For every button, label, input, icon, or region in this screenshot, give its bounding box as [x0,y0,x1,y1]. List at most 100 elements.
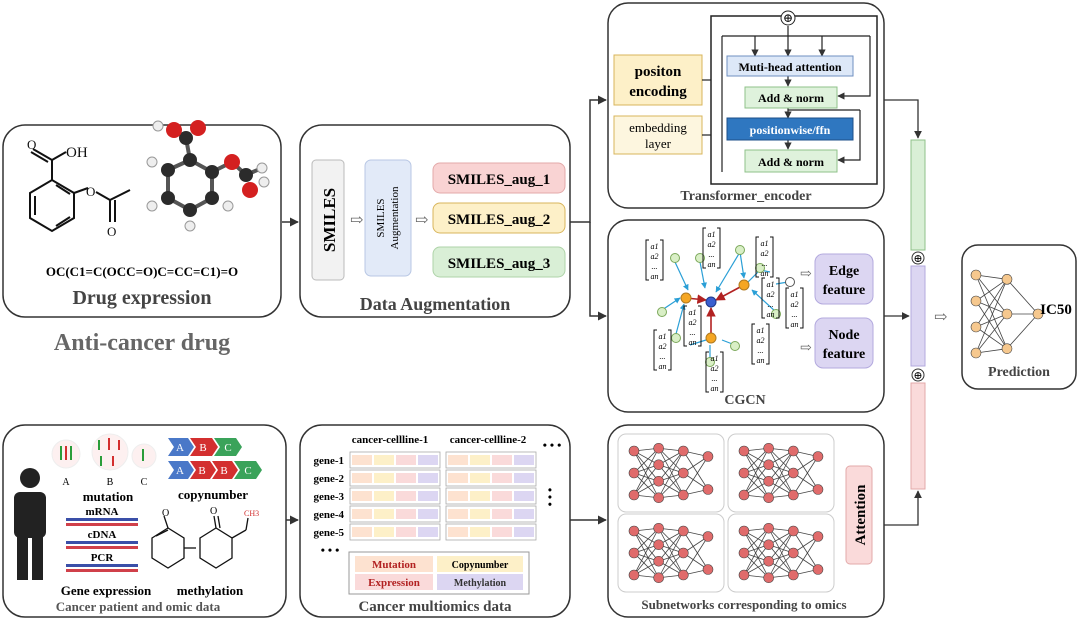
prediction-panel: IC50 Prediction [961,244,1077,390]
gene-cell [349,469,441,487]
net-node [653,459,664,471]
omic-value-cell [514,509,534,519]
gene-cell [349,523,441,541]
net-edge [743,450,770,498]
subnetworks-panel: Attention Subnetworks corresponding to o… [607,424,885,618]
net-node [653,492,664,504]
positon-encoding-line2: encoding [629,84,687,100]
net-edge [743,544,769,576]
mutation-a-label: A [62,477,70,488]
concat-plus-1: ⊕ [913,253,922,265]
omic-value-cell [448,509,468,519]
gene-cell [349,451,441,469]
omic-value-cell [514,473,534,483]
vector-entry: ... [792,310,798,319]
gene-row-label: gene-1 [313,455,344,467]
graph-node-center [705,296,717,308]
net-edge [768,552,794,579]
net-node [1032,308,1044,320]
gene-cell [349,505,441,523]
gene-cell [445,505,537,523]
omic-value-cell [396,527,416,537]
omic-value-cell [492,491,512,501]
net-node [788,525,799,537]
multiomics-panel: cancer-cellline-1 cancer-cellline-2 • • … [299,424,571,618]
cn-c1: C [224,442,231,454]
gene-cell [445,451,537,469]
positon-encoding-box [613,54,703,106]
net-edge [658,530,684,578]
net-node [763,572,774,584]
net-edge [768,530,794,562]
cn-a2: A [176,465,184,477]
subnetwork-box [727,433,835,513]
omic-value-cell [492,509,512,519]
net-node [702,531,714,542]
vector-entry: a1 [651,242,659,251]
add-norm-2-label: Add & norm [758,155,824,169]
graph-node-orange-1 [680,292,692,304]
branch-arrows-augmentation [570,95,607,321]
positionwise-ffn-box [726,117,854,141]
omic-value-cell [470,491,490,501]
net-edge [792,530,819,570]
transformer-encoder-caption: Transformer_encoder [680,189,811,204]
net-node [763,555,774,567]
omic-value-cell [448,473,468,483]
net-edge [682,530,709,570]
vector-entry: a2 [791,300,799,309]
omic-value-cell [352,473,372,483]
smiles-aug-2-label: SMILES_aug_2 [448,212,551,228]
gene-cell [445,487,537,505]
net-node [788,569,799,581]
add-norm-1-box [744,86,838,109]
legend-mutation-label: Mutation [372,559,416,571]
net-node [653,555,664,567]
attention-box [845,465,873,565]
vector-entry: a1 [791,290,799,299]
omic-value-cell [352,491,372,501]
mutation-label: mutation [83,489,134,504]
smiles-formula: OC(C1=C(OCC=O)C=CC=C1)=O [46,264,238,279]
net-edge [975,300,1008,349]
arrow-to-node-feature: ⇨ [800,341,812,356]
net-node [738,467,750,479]
vector-entry: a1 [767,280,775,289]
augmentation-label-line2: Augmentation [389,186,401,249]
omic-value-cell [470,527,490,537]
edge-feature-line1: Edge [829,264,859,279]
net-edge [743,530,769,562]
net-node [970,295,982,307]
aspirin-3d-model [146,120,270,232]
prediction-network [970,269,1044,359]
net-edge [768,472,794,499]
net-node [678,467,689,479]
omic-value-cell [352,527,372,537]
mutation-illustration [51,433,157,471]
net-node [812,484,824,495]
net-edge [768,450,794,498]
vector-entry: an [659,362,667,371]
net-node [763,475,774,487]
legend-copynumber-label: Copynumber [452,560,509,571]
feature-arrows [884,99,922,526]
net-edge [743,450,769,482]
add-norm-2-box [744,149,838,173]
net-node [970,321,982,333]
vector-entry: ... [652,262,658,271]
multiomics-caption: Cancer multiomics data [358,599,512,615]
net-edge [768,450,794,482]
omic-value-cell [492,527,512,537]
net-node [812,564,824,575]
omic-value-cell [514,527,534,537]
vector-entry: a2 [757,336,765,345]
legend-methylation-label: Methylation [454,578,507,589]
omic-value-cell [396,509,416,519]
net-node [678,489,689,501]
omic-value-cell [374,473,394,483]
net-edge [633,530,659,562]
net-edge [633,552,659,579]
add-norm-1-label: Add & norm [758,91,824,105]
